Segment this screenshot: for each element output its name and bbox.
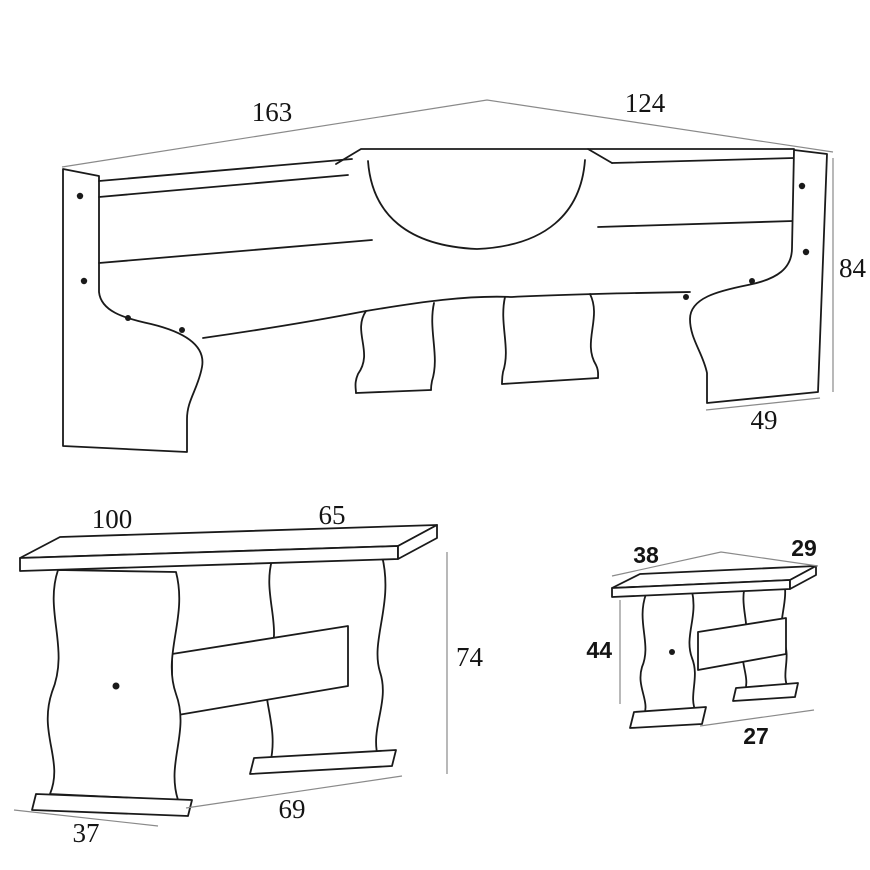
stool-front-foot — [629, 706, 707, 729]
bolt-dot — [749, 278, 755, 284]
table-top-length-label: 100 — [92, 504, 133, 534]
table-top-end-edge — [397, 524, 438, 560]
bench-depth-dimension-line — [705, 397, 821, 411]
bench-center-support-right-inner — [501, 296, 507, 385]
stool-base-depth-dimension-line — [699, 709, 815, 727]
bench-left-backrest-rail-line — [98, 174, 349, 198]
bench-left-backrest-bottom-edge — [98, 239, 373, 264]
bench-seat-front-edge — [202, 291, 691, 339]
bench-center-support-left-inner — [430, 302, 436, 391]
table-dimensions: 100 65 74 69 37 — [13, 500, 484, 848]
bolt-dot — [125, 315, 131, 321]
table-top-depth-label: 65 — [319, 500, 346, 530]
bench-left-length-label: 163 — [252, 97, 293, 127]
corner-bench-dimensions: 163 124 84 49 — [61, 88, 867, 435]
bench-center-support-left-bottom — [355, 389, 432, 394]
table-base-length-dimension-line — [185, 775, 403, 809]
bolt-dot — [179, 327, 185, 333]
bench-center-support-left-edge — [354, 310, 367, 394]
bench-center-support-right-edge — [589, 293, 600, 379]
bench-depth-label: 49 — [751, 405, 778, 435]
stool-top-dimension-line — [611, 551, 819, 577]
stool-stretcher — [697, 617, 787, 671]
bolt-dot — [80, 277, 88, 285]
bolt-dot — [798, 182, 806, 190]
table-front-foot — [31, 793, 193, 817]
bench-left-backrest-top-edge — [98, 158, 353, 182]
bench-top-dimension-line — [61, 99, 834, 168]
table-base-depth-dimension-line — [13, 809, 159, 827]
stool-front-leg — [639, 590, 697, 717]
corner-bench-figure — [62, 148, 828, 453]
bench-right-side-panel — [689, 149, 828, 404]
bench-right-backrest-rail-line — [611, 157, 795, 164]
bolt-dot — [802, 248, 810, 256]
stool-top-depth-label: 29 — [791, 535, 817, 561]
stool-top-end-edge — [789, 565, 817, 590]
bench-right-backrest-bottom-edge — [597, 220, 794, 228]
stool-base-depth-label: 27 — [743, 723, 769, 749]
stool-dimensions: 38 29 44 27 — [586, 535, 819, 749]
table-height-label: 74 — [456, 642, 484, 672]
table-back-foot — [249, 749, 397, 775]
bolt-dot — [76, 192, 84, 200]
table-base-depth-label: 37 — [73, 818, 100, 848]
bolt-dot — [112, 682, 120, 690]
bench-height-label: 84 — [839, 253, 867, 283]
stool-height-label: 44 — [586, 637, 612, 663]
bench-corner-cap — [335, 148, 613, 165]
stool-top-length-label: 38 — [633, 542, 659, 568]
bench-right-length-label: 124 — [625, 88, 666, 118]
stool-figure — [611, 565, 817, 729]
bench-left-side-panel — [62, 168, 204, 453]
stool-back-foot — [732, 682, 799, 702]
table-base-length-label: 69 — [279, 794, 306, 824]
table-figure — [19, 524, 438, 817]
bench-corner-inner-curve — [367, 159, 586, 250]
bench-center-support-right-bottom — [501, 377, 599, 385]
bolt-dot — [669, 649, 675, 655]
bolt-dot — [683, 294, 689, 300]
